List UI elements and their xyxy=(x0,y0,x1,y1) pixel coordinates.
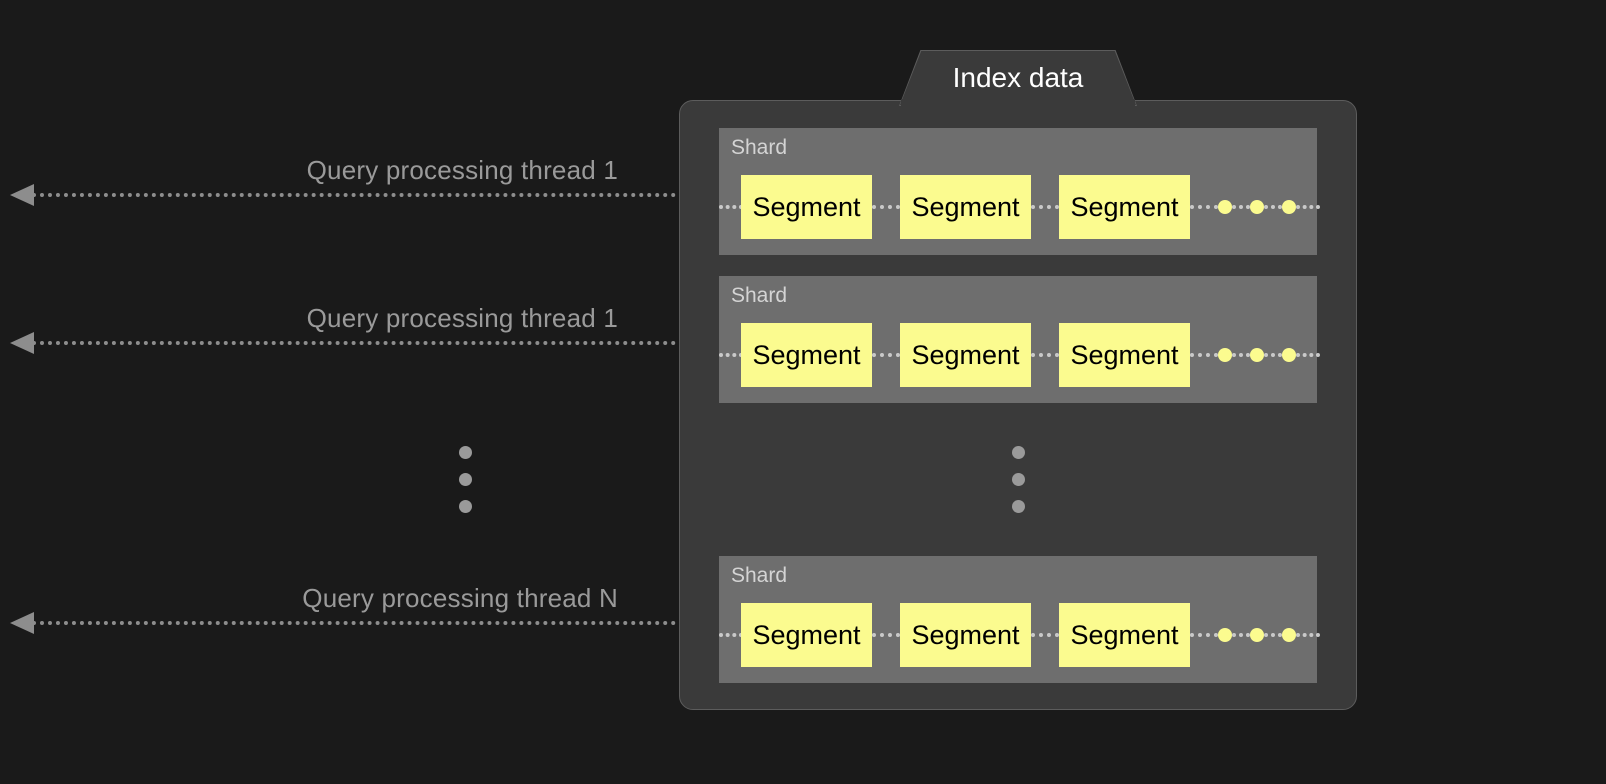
query-thread-label: Query processing thread N xyxy=(302,583,618,613)
query-thread-1: Query processing thread 1 xyxy=(0,150,700,210)
shard-row: Shard Segment Segment Segment xyxy=(719,556,1320,683)
segments-row: Segment Segment Segment xyxy=(719,323,1320,387)
query-thread-arrow xyxy=(10,612,700,634)
ellipsis-dot xyxy=(1250,348,1264,362)
arrowhead-left-icon xyxy=(10,332,34,354)
query-thread-2: Query processing thread 1 xyxy=(0,298,700,358)
ellipsis-connector xyxy=(1264,633,1282,637)
shard-label: Shard xyxy=(731,136,788,159)
tab-seam xyxy=(901,99,1135,107)
segment-box: Segment xyxy=(1059,323,1190,387)
segments-row: Segment Segment Segment xyxy=(719,175,1320,239)
ellipsis-dot xyxy=(1011,446,1025,459)
segment-box: Segment xyxy=(741,603,872,667)
shard-row: Shard Segment Segment Segment xyxy=(719,276,1320,403)
arrow-dotted-shaft xyxy=(32,193,700,197)
shard-entry-connector xyxy=(719,633,743,637)
segments-tail-connector xyxy=(1296,353,1320,357)
query-thread-label: Query processing thread 1 xyxy=(306,155,618,185)
ellipsis-dot xyxy=(1011,500,1025,513)
query-thread-n: Query processing thread N xyxy=(0,578,700,638)
ellipsis-connector xyxy=(1232,633,1250,637)
segment-box: Segment xyxy=(741,175,872,239)
segments-more-ellipsis-icon xyxy=(1218,200,1296,214)
segment-connector xyxy=(1190,205,1218,209)
segment-box: Segment xyxy=(900,323,1031,387)
ellipsis-dot xyxy=(1282,628,1296,642)
threads-vertical-ellipsis-icon xyxy=(458,446,472,513)
ellipsis-connector xyxy=(1232,353,1250,357)
ellipsis-dot xyxy=(1011,473,1025,486)
segment-connector xyxy=(872,205,900,209)
index-data-title: Index data xyxy=(952,62,1084,93)
arrowhead-left-icon xyxy=(10,612,34,634)
segment-box: Segment xyxy=(741,323,872,387)
shard-entry-connector xyxy=(719,353,743,357)
query-thread-arrow xyxy=(10,184,700,206)
query-thread-arrow xyxy=(10,332,700,354)
shard-entry-connector xyxy=(719,205,743,209)
ellipsis-connector xyxy=(1232,205,1250,209)
ellipsis-dot xyxy=(1282,348,1296,362)
query-thread-label: Query processing thread 1 xyxy=(306,303,618,333)
segment-box: Segment xyxy=(1059,603,1190,667)
segments-tail-connector xyxy=(1296,205,1320,209)
ellipsis-connector xyxy=(1264,353,1282,357)
shard-label: Shard xyxy=(731,564,788,587)
shard-label: Shard xyxy=(731,284,788,307)
ellipsis-connector xyxy=(1264,205,1282,209)
ellipsis-dot xyxy=(458,500,472,513)
arrow-dotted-shaft xyxy=(32,341,700,345)
segment-connector xyxy=(1031,205,1059,209)
segment-connector xyxy=(1190,633,1218,637)
segments-tail-connector xyxy=(1296,633,1320,637)
shard-row: Shard Segment Segment Segment xyxy=(719,128,1320,255)
segment-box: Segment xyxy=(1059,175,1190,239)
arrowhead-left-icon xyxy=(10,184,34,206)
segment-box: Segment xyxy=(900,603,1031,667)
segment-connector xyxy=(872,633,900,637)
ellipsis-dot xyxy=(1250,200,1264,214)
segments-more-ellipsis-icon xyxy=(1218,348,1296,362)
index-data-tab: Index data xyxy=(900,51,1136,105)
shards-vertical-ellipsis-icon xyxy=(1011,446,1025,513)
segments-more-ellipsis-icon xyxy=(1218,628,1296,642)
ellipsis-dot xyxy=(1218,200,1232,214)
ellipsis-dot xyxy=(1282,200,1296,214)
segment-connector xyxy=(872,353,900,357)
ellipsis-dot xyxy=(1218,348,1232,362)
segment-connector xyxy=(1031,633,1059,637)
segment-connector xyxy=(1190,353,1218,357)
segment-connector xyxy=(1031,353,1059,357)
ellipsis-dot xyxy=(1250,628,1264,642)
ellipsis-dot xyxy=(458,473,472,486)
ellipsis-dot xyxy=(1218,628,1232,642)
ellipsis-dot xyxy=(458,446,472,459)
segments-row: Segment Segment Segment xyxy=(719,603,1320,667)
segment-box: Segment xyxy=(900,175,1031,239)
arrow-dotted-shaft xyxy=(32,621,700,625)
